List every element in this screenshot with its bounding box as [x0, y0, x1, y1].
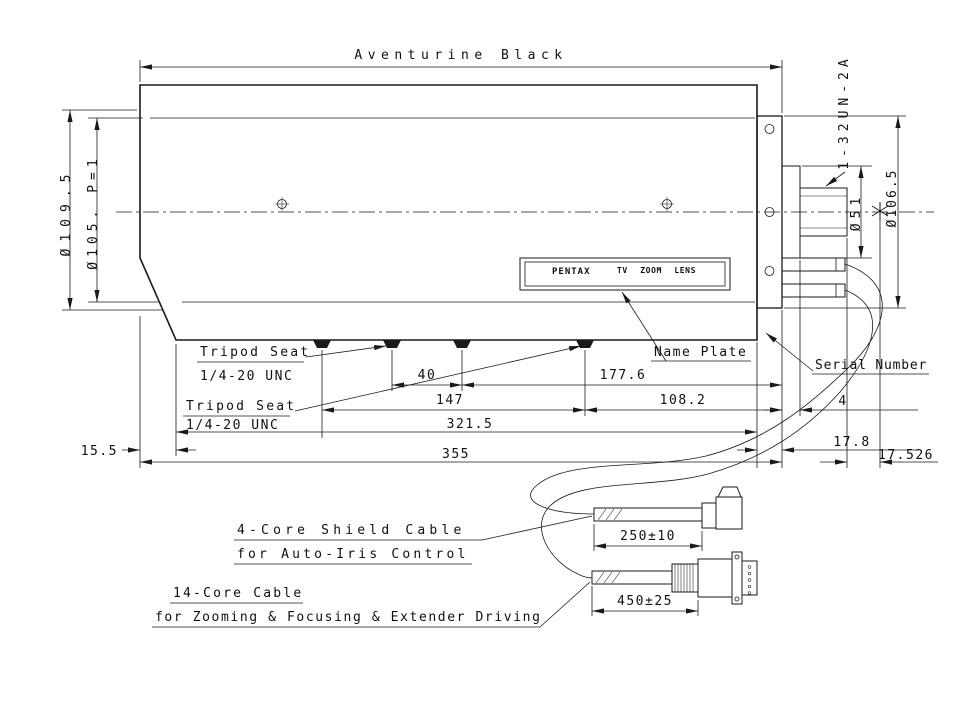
mount-flange — [756, 115, 889, 309]
dimension-rows: 40 177.6 147 108.2 4 321.5 15.5 17.8 355… — [81, 368, 938, 465]
cable-iris-purpose: for Auto-Iris Control — [237, 547, 469, 562]
lens-body — [139, 84, 758, 341]
cable-exit-upper — [781, 257, 846, 272]
serial-number-label: Serial Number — [815, 358, 927, 373]
dimension-finish: Aventurine Black — [139, 48, 783, 113]
dim-177-6: 177.6 — [600, 368, 647, 383]
screw-mark-left — [275, 197, 289, 211]
dim-108-2: 108.2 — [660, 393, 707, 408]
tripod-thread-label-1: 1/4-20 UNC — [200, 369, 293, 384]
plate-serial-callouts: Name Plate Serial Number — [621, 291, 929, 375]
dimension-left-diameters: Ø109.5 Ø105. P=1 — [59, 109, 163, 311]
dimension-right-diameters: Ø106.5 Ø51 1-32UN-2A — [784, 54, 906, 309]
dim-355: 355 — [442, 447, 470, 462]
finish-label: Aventurine Black — [354, 48, 567, 63]
name-plate-label: Name Plate — [654, 345, 747, 360]
nameplate-brand: PENTAX — [552, 267, 591, 277]
dia-flange-label: Ø106.5 — [885, 169, 900, 228]
screw-mark-right — [660, 197, 674, 211]
tripod-seats: Tripod Seat 1/4-20 UNC Tripod Seat 1/4-2… — [183, 340, 594, 433]
tripod-seat-label-2: Tripod Seat — [186, 399, 296, 414]
cable-iris-name: 4-Core Shield Cable — [237, 523, 466, 538]
cable-zoom-purpose: for Zooming & Focusing & Extender Drivin… — [155, 610, 542, 625]
nameplate: PENTAX TV ZOOM LENS — [519, 257, 731, 291]
tripod-seat-label-1: Tripod Seat — [200, 345, 310, 360]
thread-spec-label: 1-32UN-2A — [837, 54, 852, 169]
cable-routing-curves — [530, 263, 883, 579]
dim-17-8: 17.8 — [833, 435, 870, 450]
dia-outer-label: Ø109.5 — [59, 168, 74, 257]
dsub-connector — [671, 551, 758, 605]
tripod-thread-label-2: 1/4-20 UNC — [186, 418, 279, 433]
cable-exit-lower — [781, 283, 846, 298]
dim-321-5: 321.5 — [447, 417, 494, 432]
dia-barrel-label: Ø105. P=1 — [86, 154, 101, 269]
dim-15-5: 15.5 — [81, 444, 118, 459]
dim-147: 147 — [436, 393, 464, 408]
dim-450: 450±25 — [617, 594, 673, 609]
dim-17-526: 17.526 — [878, 448, 934, 463]
cable-zoom-name: 14-Core Cable — [173, 586, 303, 601]
dim-4: 4 — [838, 394, 847, 409]
image-plane-mark — [871, 202, 889, 220]
cable-iris-assembly: 250±10 4-Core Shield Cable for Auto-Iris… — [234, 486, 743, 565]
iris-plug — [701, 486, 743, 530]
nameplate-product: TV ZOOM LENS — [617, 266, 696, 275]
dim-40: 40 — [418, 368, 437, 383]
extension-lines — [139, 220, 881, 468]
dim-250: 250±10 — [620, 529, 676, 544]
dia-mount-label: Ø51 — [849, 193, 864, 231]
cable-zoom-assembly: 450±25 14-Core Cable for Zooming & Focus… — [152, 551, 758, 628]
